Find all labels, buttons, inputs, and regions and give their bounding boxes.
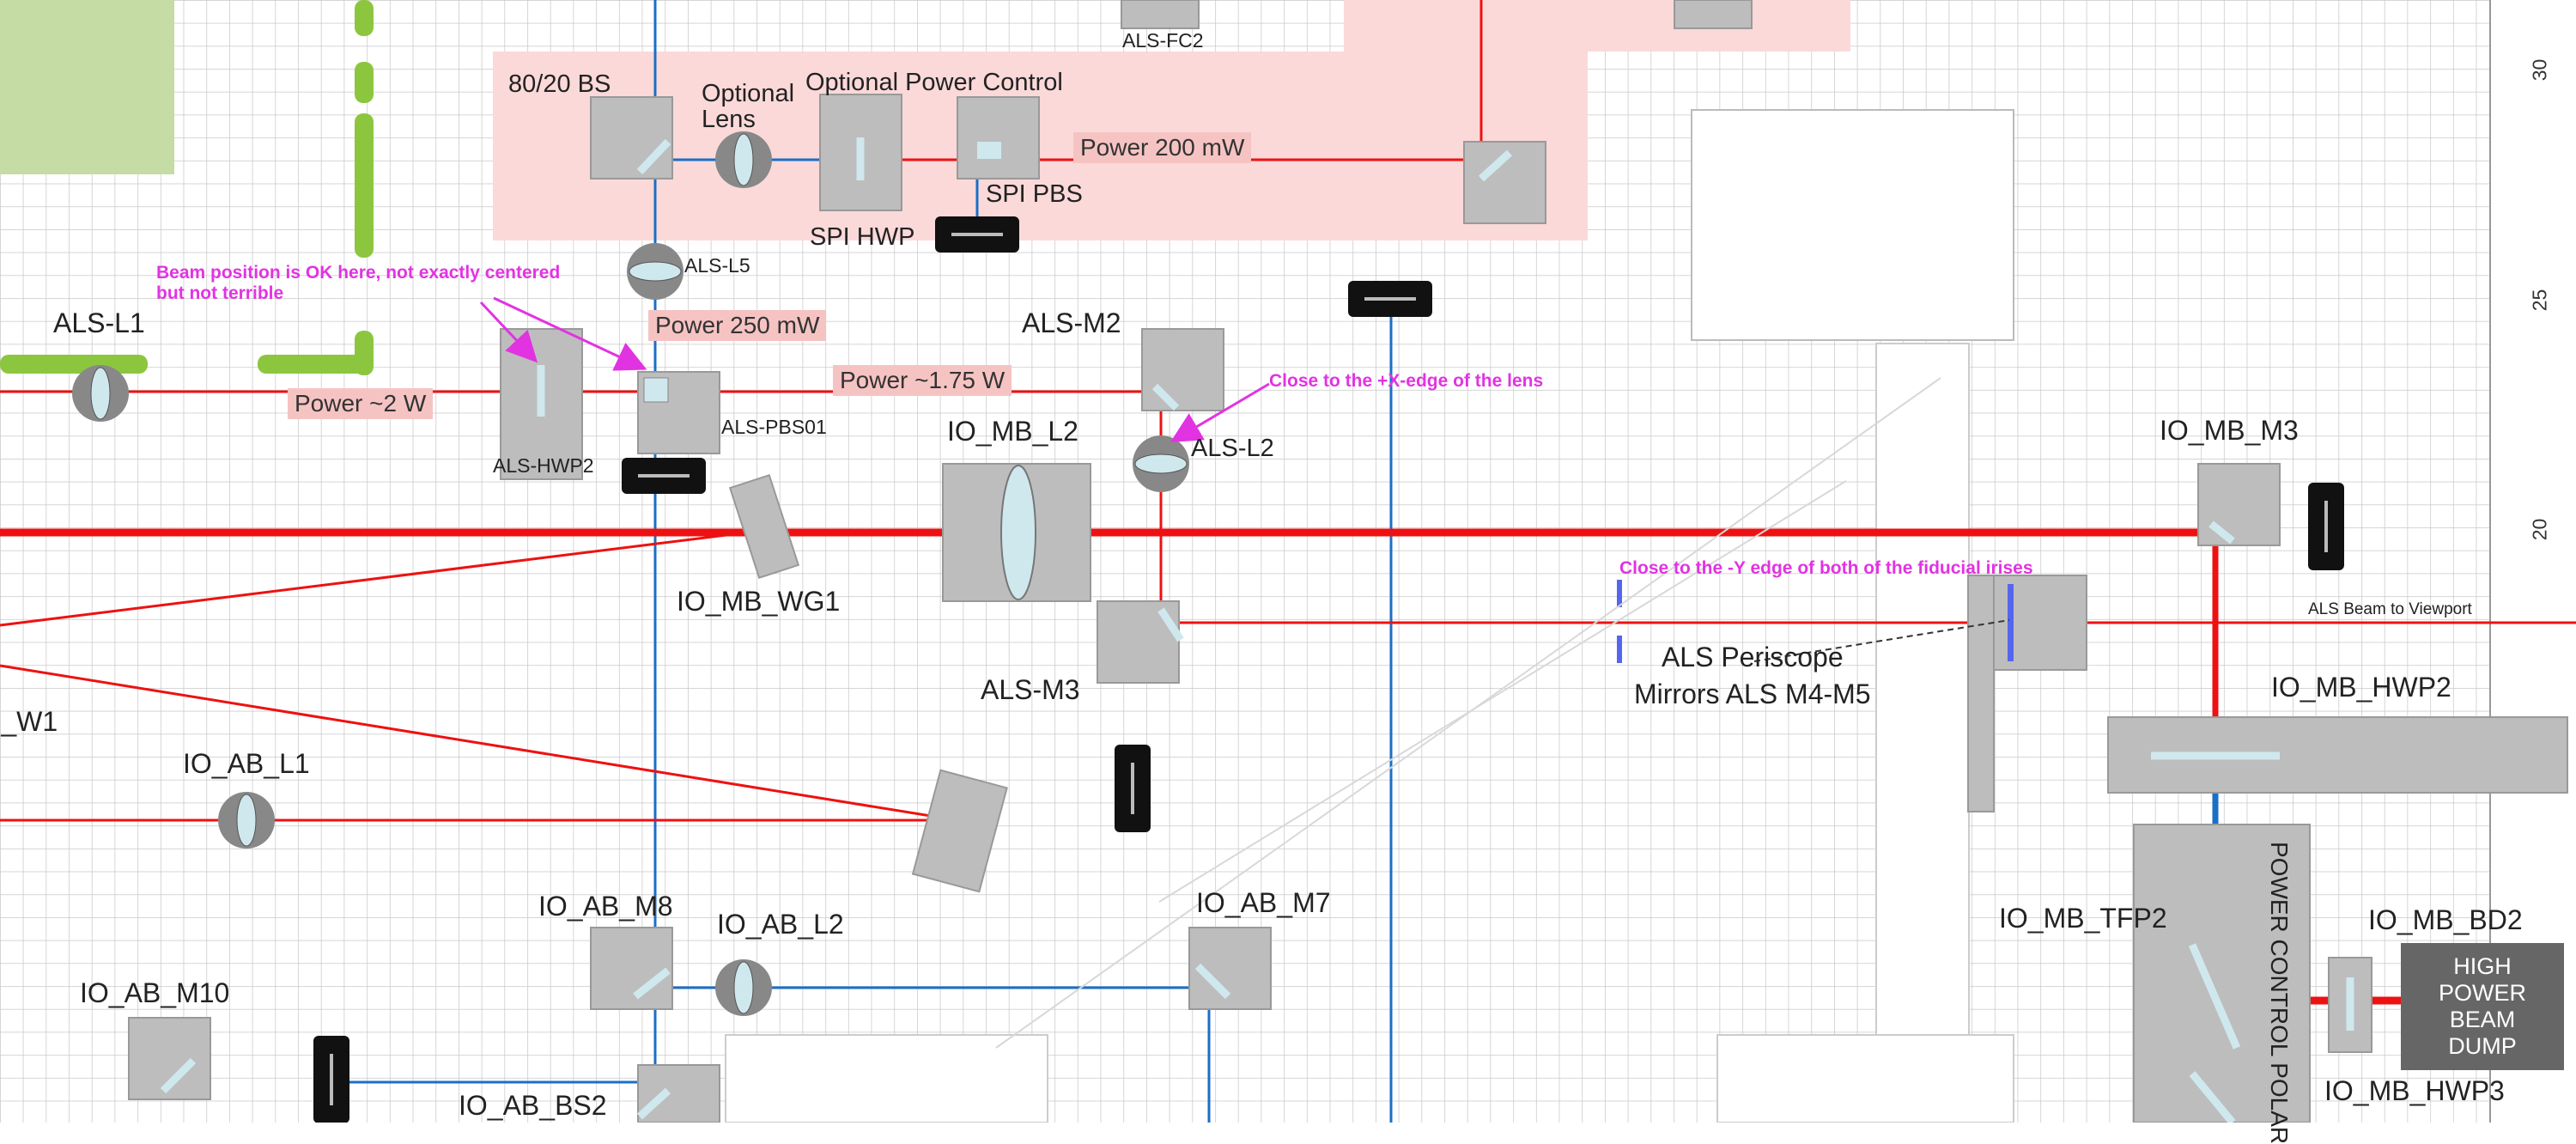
- annotation-arrows: [479, 296, 1270, 443]
- als-pbs01-cube: [643, 377, 669, 403]
- power-label-1-75w: Power ~1.75 W: [833, 365, 1012, 396]
- label-als-m2: ALS-M2: [1022, 307, 1121, 338]
- label-periscope: ALS Periscope Mirrors ALS M4-M5: [1634, 642, 1871, 710]
- als-l1-icon: [72, 365, 129, 422]
- label-io-mb-m3: IO_MB_M3: [2160, 415, 2299, 446]
- label-als-l5: ALS-L5: [684, 254, 750, 277]
- note-y-edge: Close to the -Y edge of both of the fidu…: [1619, 558, 2033, 578]
- als-l2-icon: [1133, 435, 1189, 492]
- base-slots: [330, 233, 2328, 1105]
- io-mb-wg1-mount: [728, 474, 800, 579]
- green-zone: [0, 0, 174, 174]
- label-als-hwp2: ALS-HWP2: [493, 454, 594, 477]
- label-io-mb-l2: IO_MB_L2: [947, 416, 1078, 447]
- label-io-ab-l2: IO_AB_L2: [717, 909, 844, 940]
- blank-box-upper: [1691, 109, 2014, 341]
- note-x-edge: Close to the +X-edge of the lens: [1269, 371, 1544, 391]
- label-spi-pbs: SPI PBS: [986, 180, 1083, 208]
- beam-dump-line-4: DUMP: [2448, 1033, 2517, 1060]
- power-label-200mw: Power 200 mW: [1073, 132, 1252, 163]
- lenses: [72, 131, 1189, 1016]
- periscope-mirror: [2008, 584, 2014, 661]
- component-mounts: [128, 0, 2568, 1123]
- label-io-ab-l1: IO_AB_L1: [183, 748, 310, 779]
- beam-dump-line-2: POWER: [2438, 979, 2526, 1006]
- io-ab-l2-icon: [715, 959, 772, 1016]
- label-als-l1: ALS-L1: [53, 307, 145, 338]
- fiducial-iris-2: [1617, 636, 1622, 663]
- periscope-leader: [1753, 619, 2010, 662]
- ruler-tick-25: 25: [2528, 289, 2551, 312]
- optic-elements: [160, 137, 2354, 1123]
- label-io-mb-hwp2: IO_MB_HWP2: [2271, 672, 2451, 703]
- label-io-ab-m10: IO_AB_M10: [80, 977, 230, 1008]
- label-io-ab-m8: IO_AB_M8: [538, 891, 673, 922]
- periscope-column: [1875, 343, 1970, 1038]
- label-als-pbs01: ALS-PBS01: [721, 416, 827, 438]
- power-zone: [493, 52, 1588, 240]
- label-io-mb-wg1: IO_MB_WG1: [677, 586, 841, 617]
- power-zone-top: [1344, 0, 1850, 52]
- power-label-250mw: Power 250 mW: [648, 310, 827, 341]
- label-io-mb-hwp3: IO_MB_HWP3: [2324, 1075, 2505, 1106]
- note-beam-position: Beam position is OK here, not exactly ce…: [156, 263, 561, 304]
- label-80-20-bs: 80/20 BS: [508, 70, 611, 98]
- io-ab-window: [911, 769, 1008, 893]
- spi-pbs-cube: [977, 142, 1001, 159]
- label-spi-hwp: SPI HWP: [810, 223, 915, 251]
- label-io-mb-bd2: IO_MB_BD2: [2368, 904, 2523, 935]
- label-als-l2: ALS-L2: [1191, 435, 1274, 462]
- io-ab-l1-icon: [218, 792, 275, 849]
- optional-lens-icon: [715, 131, 772, 188]
- label-beam-to-viewport: ALS Beam to Viewport: [2308, 600, 2472, 618]
- ruler-strip: [2490, 0, 2576, 1123]
- label-b-w1: B_W1: [0, 706, 58, 737]
- io-mb-l2-lens: [1000, 465, 1036, 600]
- faint-lines: [995, 377, 1941, 1049]
- beam-dump-line-1: HIGH: [2453, 952, 2512, 979]
- power-label-2w: Power ~2 W: [288, 388, 434, 419]
- label-io-ab-bs2: IO_AB_BS2: [459, 1090, 607, 1121]
- blank-box-bottom: [725, 1034, 1048, 1123]
- als-l5-icon: [627, 243, 683, 300]
- label-io-mb-tfp2: IO_MB_TFP2: [1999, 903, 2167, 934]
- ruler-tick-20: 20: [2528, 518, 2551, 541]
- beam-dump-line-3: BEAM: [2449, 1007, 2516, 1032]
- label-power-control-polar: POWER CONTROL POLAR: [2266, 842, 2293, 1144]
- label-optional-lens: Optional Lens: [702, 80, 795, 134]
- fiducial-iris-1: [1617, 580, 1622, 607]
- high-power-beam-dump: HIGH POWER BEAM DUMP: [2401, 943, 2564, 1070]
- blank-box-lower: [1716, 1034, 2014, 1123]
- label-optional-power-control: Optional Power Control: [805, 69, 1063, 96]
- label-als-m3: ALS-M3: [981, 674, 1080, 705]
- label-als-fc2: ALS-FC2: [1122, 29, 1204, 52]
- label-io-ab-m7: IO_AB_M7: [1196, 887, 1331, 918]
- ruler-tick-30: 30: [2528, 58, 2551, 82]
